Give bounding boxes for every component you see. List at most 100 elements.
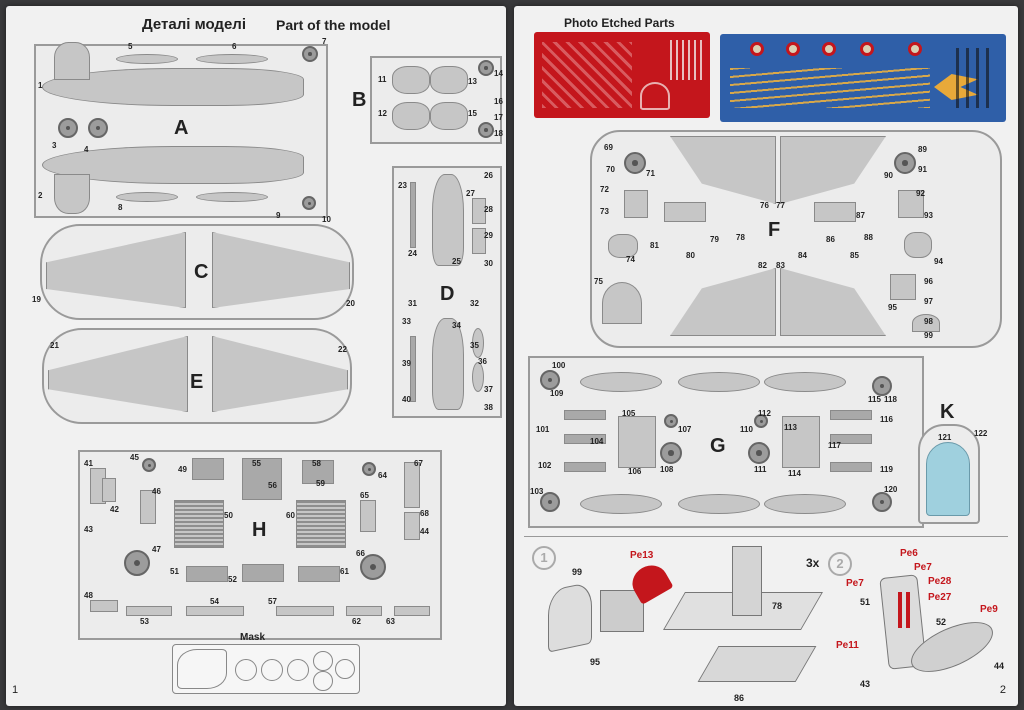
- part-79-86: [664, 202, 706, 222]
- part-label: 68: [420, 509, 429, 518]
- part-label: 31: [408, 299, 417, 308]
- part-label: 11: [378, 75, 387, 84]
- part-label: 88: [864, 233, 873, 242]
- part-label: 119: [880, 465, 893, 474]
- part-105-106: [618, 416, 656, 468]
- part-118: [830, 434, 872, 444]
- part-label: 90: [884, 171, 893, 180]
- step2-pe-strut: [898, 592, 902, 628]
- part-label: 45: [130, 453, 139, 462]
- part-67: [404, 462, 420, 508]
- mask-circle: [313, 651, 333, 671]
- part-label: 111: [754, 465, 767, 474]
- sprue-letter-e: E: [190, 371, 204, 393]
- part-label: 49: [178, 465, 187, 474]
- part-label: 12: [378, 109, 387, 118]
- part-label: 58: [312, 459, 321, 468]
- page-title-ua: Деталі моделі: [142, 16, 246, 33]
- callout-label: 95: [590, 657, 601, 667]
- part-label: 95: [888, 303, 897, 312]
- part-label: 30: [484, 259, 493, 268]
- part-label: 57: [268, 597, 277, 606]
- part-49: [192, 458, 224, 480]
- part-label: 74: [626, 255, 635, 264]
- wheel-10: [302, 196, 316, 210]
- part-label: 18: [494, 129, 503, 138]
- part-label: 23: [398, 181, 407, 190]
- wheel-115: [872, 376, 892, 396]
- part-label: 66: [356, 549, 365, 558]
- decal-roundel: [750, 42, 764, 56]
- small-rod: [410, 336, 416, 402]
- part-label: 115: [868, 395, 881, 404]
- callout-pe9: Pe9: [980, 604, 998, 615]
- engine-part-11: [392, 66, 430, 94]
- callout-label: 52: [936, 617, 947, 627]
- sprue-letter-f: F: [768, 219, 781, 241]
- part-label: 96: [924, 277, 933, 286]
- part-label: 14: [494, 69, 503, 78]
- part-51-61: [298, 566, 340, 582]
- part-label: 37: [484, 385, 493, 394]
- section-divider: [524, 536, 1008, 537]
- part-label: 120: [884, 485, 898, 494]
- part-label: 32: [470, 299, 479, 308]
- part-label: 110: [740, 425, 753, 434]
- cowl-part-6: [196, 54, 268, 64]
- float-bottom-3: [764, 494, 846, 514]
- small-part-36: [472, 328, 484, 358]
- sprue-letter-k: K: [940, 401, 955, 423]
- step-2-badge: 2: [828, 552, 852, 576]
- part-label: 103: [530, 487, 544, 496]
- tail-fin-bottom: [54, 174, 90, 214]
- part-label: 47: [152, 545, 161, 554]
- part-label: 44: [420, 527, 429, 536]
- radiator-60: [296, 500, 346, 548]
- part-label: 101: [536, 425, 550, 434]
- part-label: 33: [402, 317, 411, 326]
- part-label: 10: [322, 215, 331, 224]
- part-label: 54: [210, 597, 219, 606]
- part-label: 80: [686, 251, 695, 260]
- part-label: 48: [84, 591, 93, 600]
- pe-small-parts: [542, 42, 632, 108]
- part-113-114: [782, 416, 820, 468]
- part-52-61: [242, 564, 284, 582]
- step1-instrument-panel: [600, 590, 644, 632]
- part-116: [830, 410, 872, 420]
- part-label: 59: [316, 479, 325, 488]
- part-label: 79: [710, 235, 719, 244]
- part-55-56: [242, 458, 282, 500]
- part-label: 94: [934, 257, 943, 266]
- page-number: 1: [12, 684, 19, 696]
- callout-label: 86: [734, 693, 745, 703]
- part-label: 9: [276, 211, 281, 220]
- part-label: 121: [938, 433, 952, 442]
- mask-circle: [313, 671, 333, 691]
- photo-etch-fret: [534, 32, 710, 118]
- part-58-59: [302, 460, 334, 484]
- sprue-letter-d: D: [440, 283, 455, 305]
- part-label: 104: [590, 437, 604, 446]
- part-label: 97: [924, 297, 933, 306]
- callout-label: 99: [572, 567, 583, 577]
- part-label: 53: [140, 617, 149, 626]
- part-99: [912, 314, 940, 332]
- engine-part-15: [430, 102, 468, 130]
- strip-48: [90, 600, 118, 612]
- callout-pe27: Pe27: [928, 592, 952, 603]
- pe-instrument-panel: [640, 82, 670, 110]
- step1-seat-back: [732, 546, 762, 616]
- engine-part-12: [392, 102, 430, 130]
- part-label: 41: [84, 459, 93, 468]
- small-rod: [410, 182, 416, 248]
- callout-pe6: Pe6: [900, 548, 918, 559]
- part-label: 3: [52, 141, 57, 150]
- step-2-multiplier: 3x: [806, 556, 820, 570]
- wheel-90: [894, 152, 916, 174]
- part-label: 42: [110, 505, 119, 514]
- part-94: [904, 232, 932, 258]
- part-label: 50: [224, 511, 233, 520]
- part-label: 8: [118, 203, 123, 212]
- float-top-2: [678, 372, 760, 392]
